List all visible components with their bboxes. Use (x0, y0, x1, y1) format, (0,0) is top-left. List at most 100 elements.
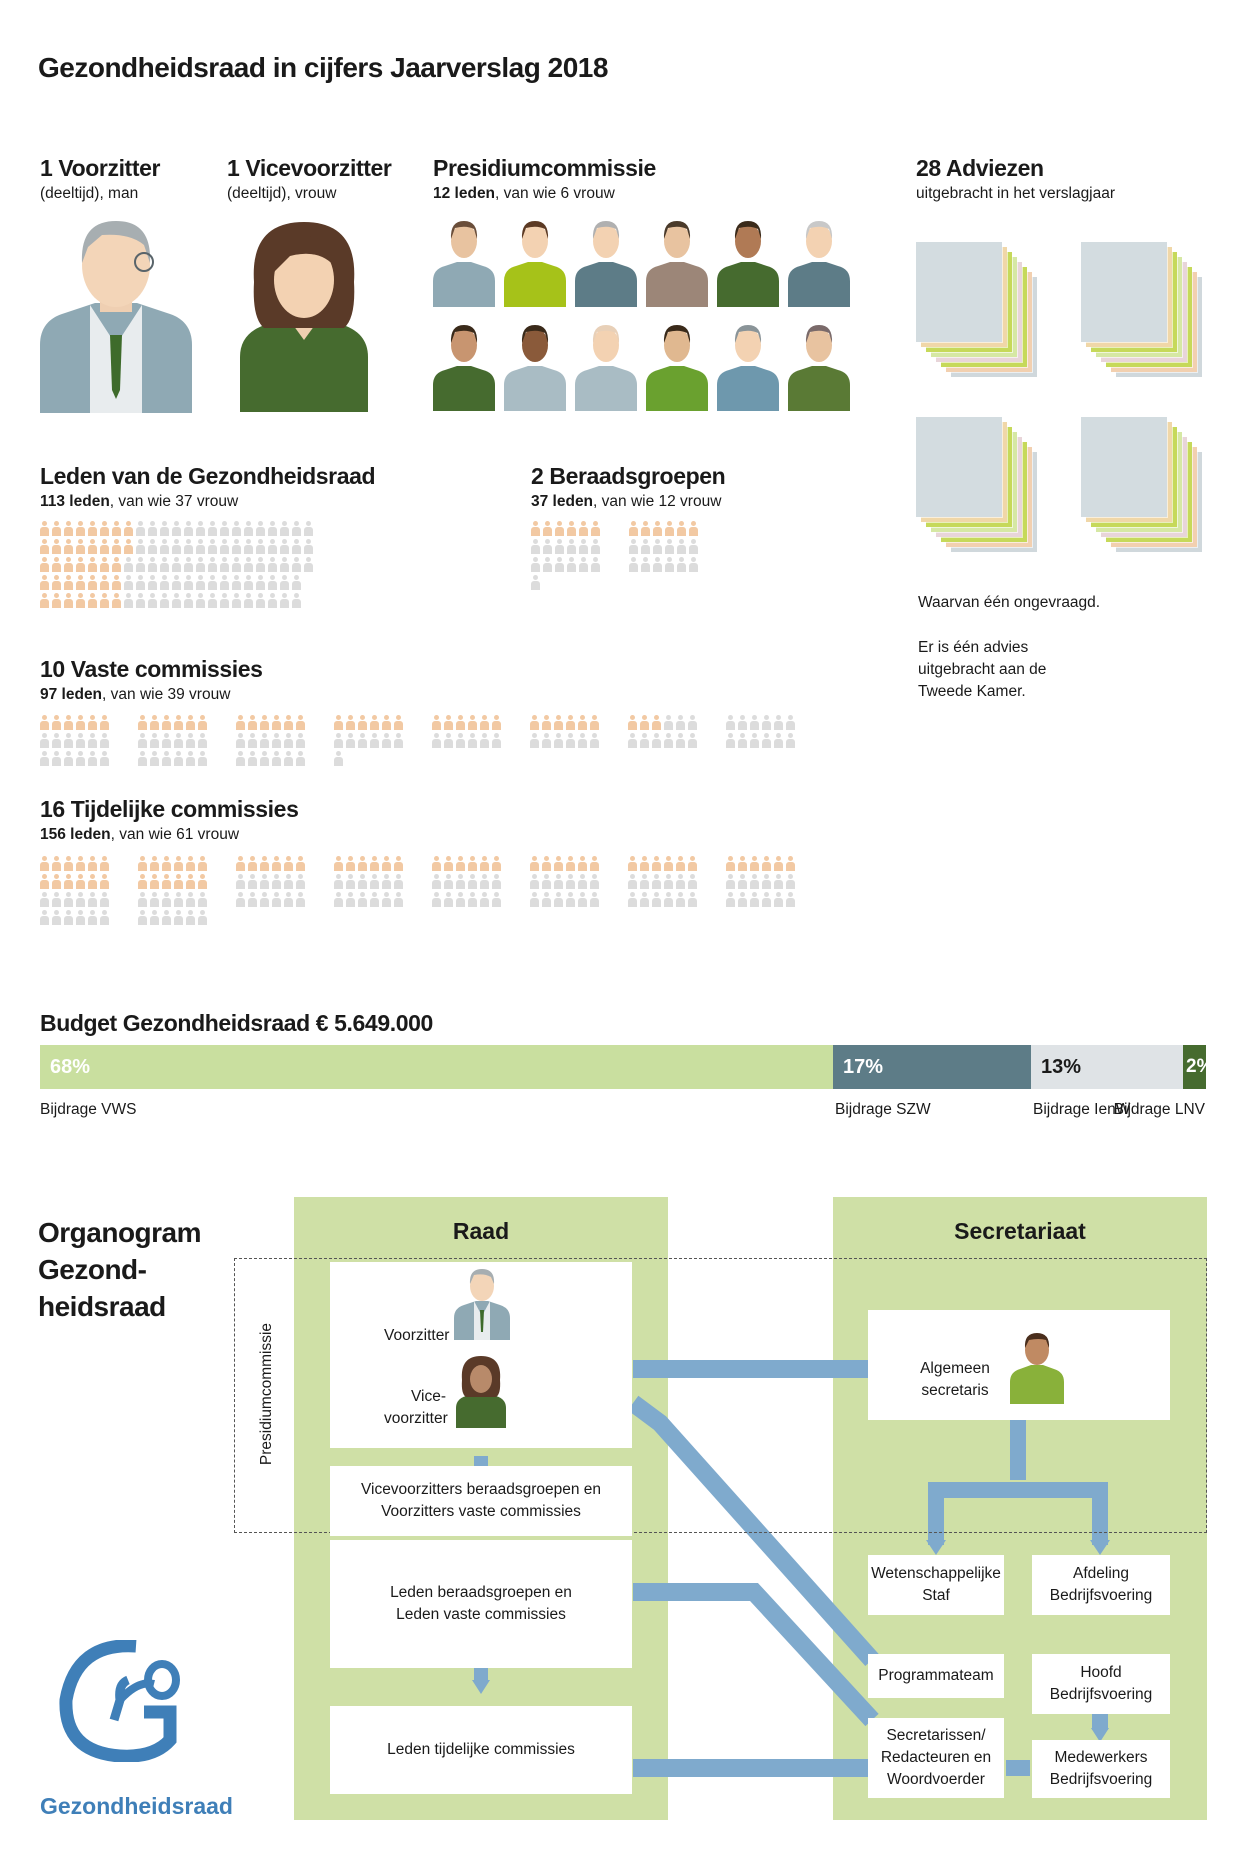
person-male-icon (256, 557, 265, 572)
person-female-icon (468, 715, 477, 730)
person-male-icon (220, 575, 229, 590)
person-male-icon (208, 593, 217, 608)
person-female-icon (492, 856, 501, 871)
person-female-icon (260, 715, 269, 730)
hoofd-bedrijfsvoering-box: Hoofd Bedrijfsvoering (1032, 1654, 1170, 1714)
person-male-icon (665, 557, 674, 572)
person-male-icon (653, 539, 662, 554)
person-male-icon (334, 733, 343, 748)
person-male-icon (382, 874, 391, 889)
person-male-icon (284, 892, 293, 907)
presidium-member-icon (433, 221, 495, 307)
person-male-icon (370, 892, 379, 907)
person-female-icon (64, 575, 73, 590)
person-male-icon (162, 733, 171, 748)
vaste-sub: 97 leden, van wie 39 vrouw (40, 686, 231, 703)
person-male-icon (530, 733, 539, 748)
person-male-icon (358, 874, 367, 889)
person-male-icon (304, 557, 313, 572)
committee-group (334, 715, 403, 766)
person-female-icon (150, 856, 159, 871)
person-male-icon (432, 874, 441, 889)
person-female-icon (52, 715, 61, 730)
person-male-icon (100, 910, 109, 925)
person-female-icon (590, 715, 599, 730)
person-female-icon (542, 856, 551, 871)
committee-group (628, 856, 697, 907)
adviezen-sub: uitgebracht in het verslagjaar (916, 185, 1116, 202)
person-female-icon (76, 539, 85, 554)
person-male-icon (232, 557, 241, 572)
person-male-icon (172, 593, 181, 608)
person-male-icon (444, 733, 453, 748)
tijdelijke-heading: 16 Tijdelijke commissies (40, 796, 299, 822)
person-male-icon (738, 874, 747, 889)
person-female-icon (641, 521, 650, 536)
adviezen-note-tweede-kamer: Er is één advies uitgebracht aan de Twee… (918, 639, 1047, 700)
presidium-member-icon (788, 221, 850, 307)
person-male-icon (138, 892, 147, 907)
person-female-icon (652, 856, 661, 871)
person-male-icon (382, 892, 391, 907)
person-female-icon (480, 715, 489, 730)
beraadsgroepen-sub: 37 leden, van wie 12 vrouw (531, 493, 722, 510)
person-male-icon (590, 892, 599, 907)
person-male-icon (492, 733, 501, 748)
person-male-icon (256, 575, 265, 590)
person-female-icon (52, 557, 61, 572)
person-male-icon (248, 733, 257, 748)
person-male-icon (480, 874, 489, 889)
committee-group (334, 856, 403, 907)
person-female-icon (432, 856, 441, 871)
person-male-icon (244, 575, 253, 590)
person-male-icon (292, 593, 301, 608)
person-male-icon (244, 521, 253, 536)
person-male-icon (172, 557, 181, 572)
person-female-icon (382, 715, 391, 730)
person-male-icon (172, 521, 181, 536)
person-male-icon (676, 892, 685, 907)
person-male-icon (688, 733, 697, 748)
person-female-icon (198, 856, 207, 871)
person-male-icon (186, 892, 195, 907)
person-female-icon (138, 715, 147, 730)
person-male-icon (280, 575, 289, 590)
person-male-icon (136, 557, 145, 572)
person-male-icon (52, 751, 61, 766)
person-male-icon (382, 733, 391, 748)
person-male-icon (248, 892, 257, 907)
person-male-icon (196, 575, 205, 590)
person-male-icon (150, 892, 159, 907)
person-female-icon (444, 715, 453, 730)
person-male-icon (531, 557, 540, 572)
person-male-icon (543, 557, 552, 572)
person-male-icon (268, 521, 277, 536)
person-female-icon (346, 715, 355, 730)
committee-group (726, 715, 795, 748)
person-male-icon (148, 539, 157, 554)
person-female-icon (432, 715, 441, 730)
person-male-icon (136, 521, 145, 536)
person-male-icon (468, 874, 477, 889)
person-female-icon (76, 856, 85, 871)
person-male-icon (256, 593, 265, 608)
person-female-icon (272, 715, 281, 730)
presidium-member-icon (504, 221, 566, 307)
person-female-icon (296, 856, 305, 871)
person-female-icon (52, 521, 61, 536)
budget-segment: 17% (833, 1045, 1031, 1089)
organogram-title: Organogram Gezond- heidsraad (38, 1217, 202, 1322)
connector-voorzitter-algemeen (633, 1360, 869, 1378)
person-male-icon (150, 751, 159, 766)
person-male-icon (530, 874, 539, 889)
person-male-icon (220, 557, 229, 572)
person-male-icon (346, 892, 355, 907)
person-male-icon (236, 874, 245, 889)
person-female-icon (52, 874, 61, 889)
person-male-icon (124, 593, 133, 608)
presidium-member-icon (433, 325, 495, 411)
budget-heading: Budget Gezondheidsraad € 5.649.000 (40, 1010, 433, 1036)
person-female-icon (334, 715, 343, 730)
person-female-icon (236, 715, 245, 730)
